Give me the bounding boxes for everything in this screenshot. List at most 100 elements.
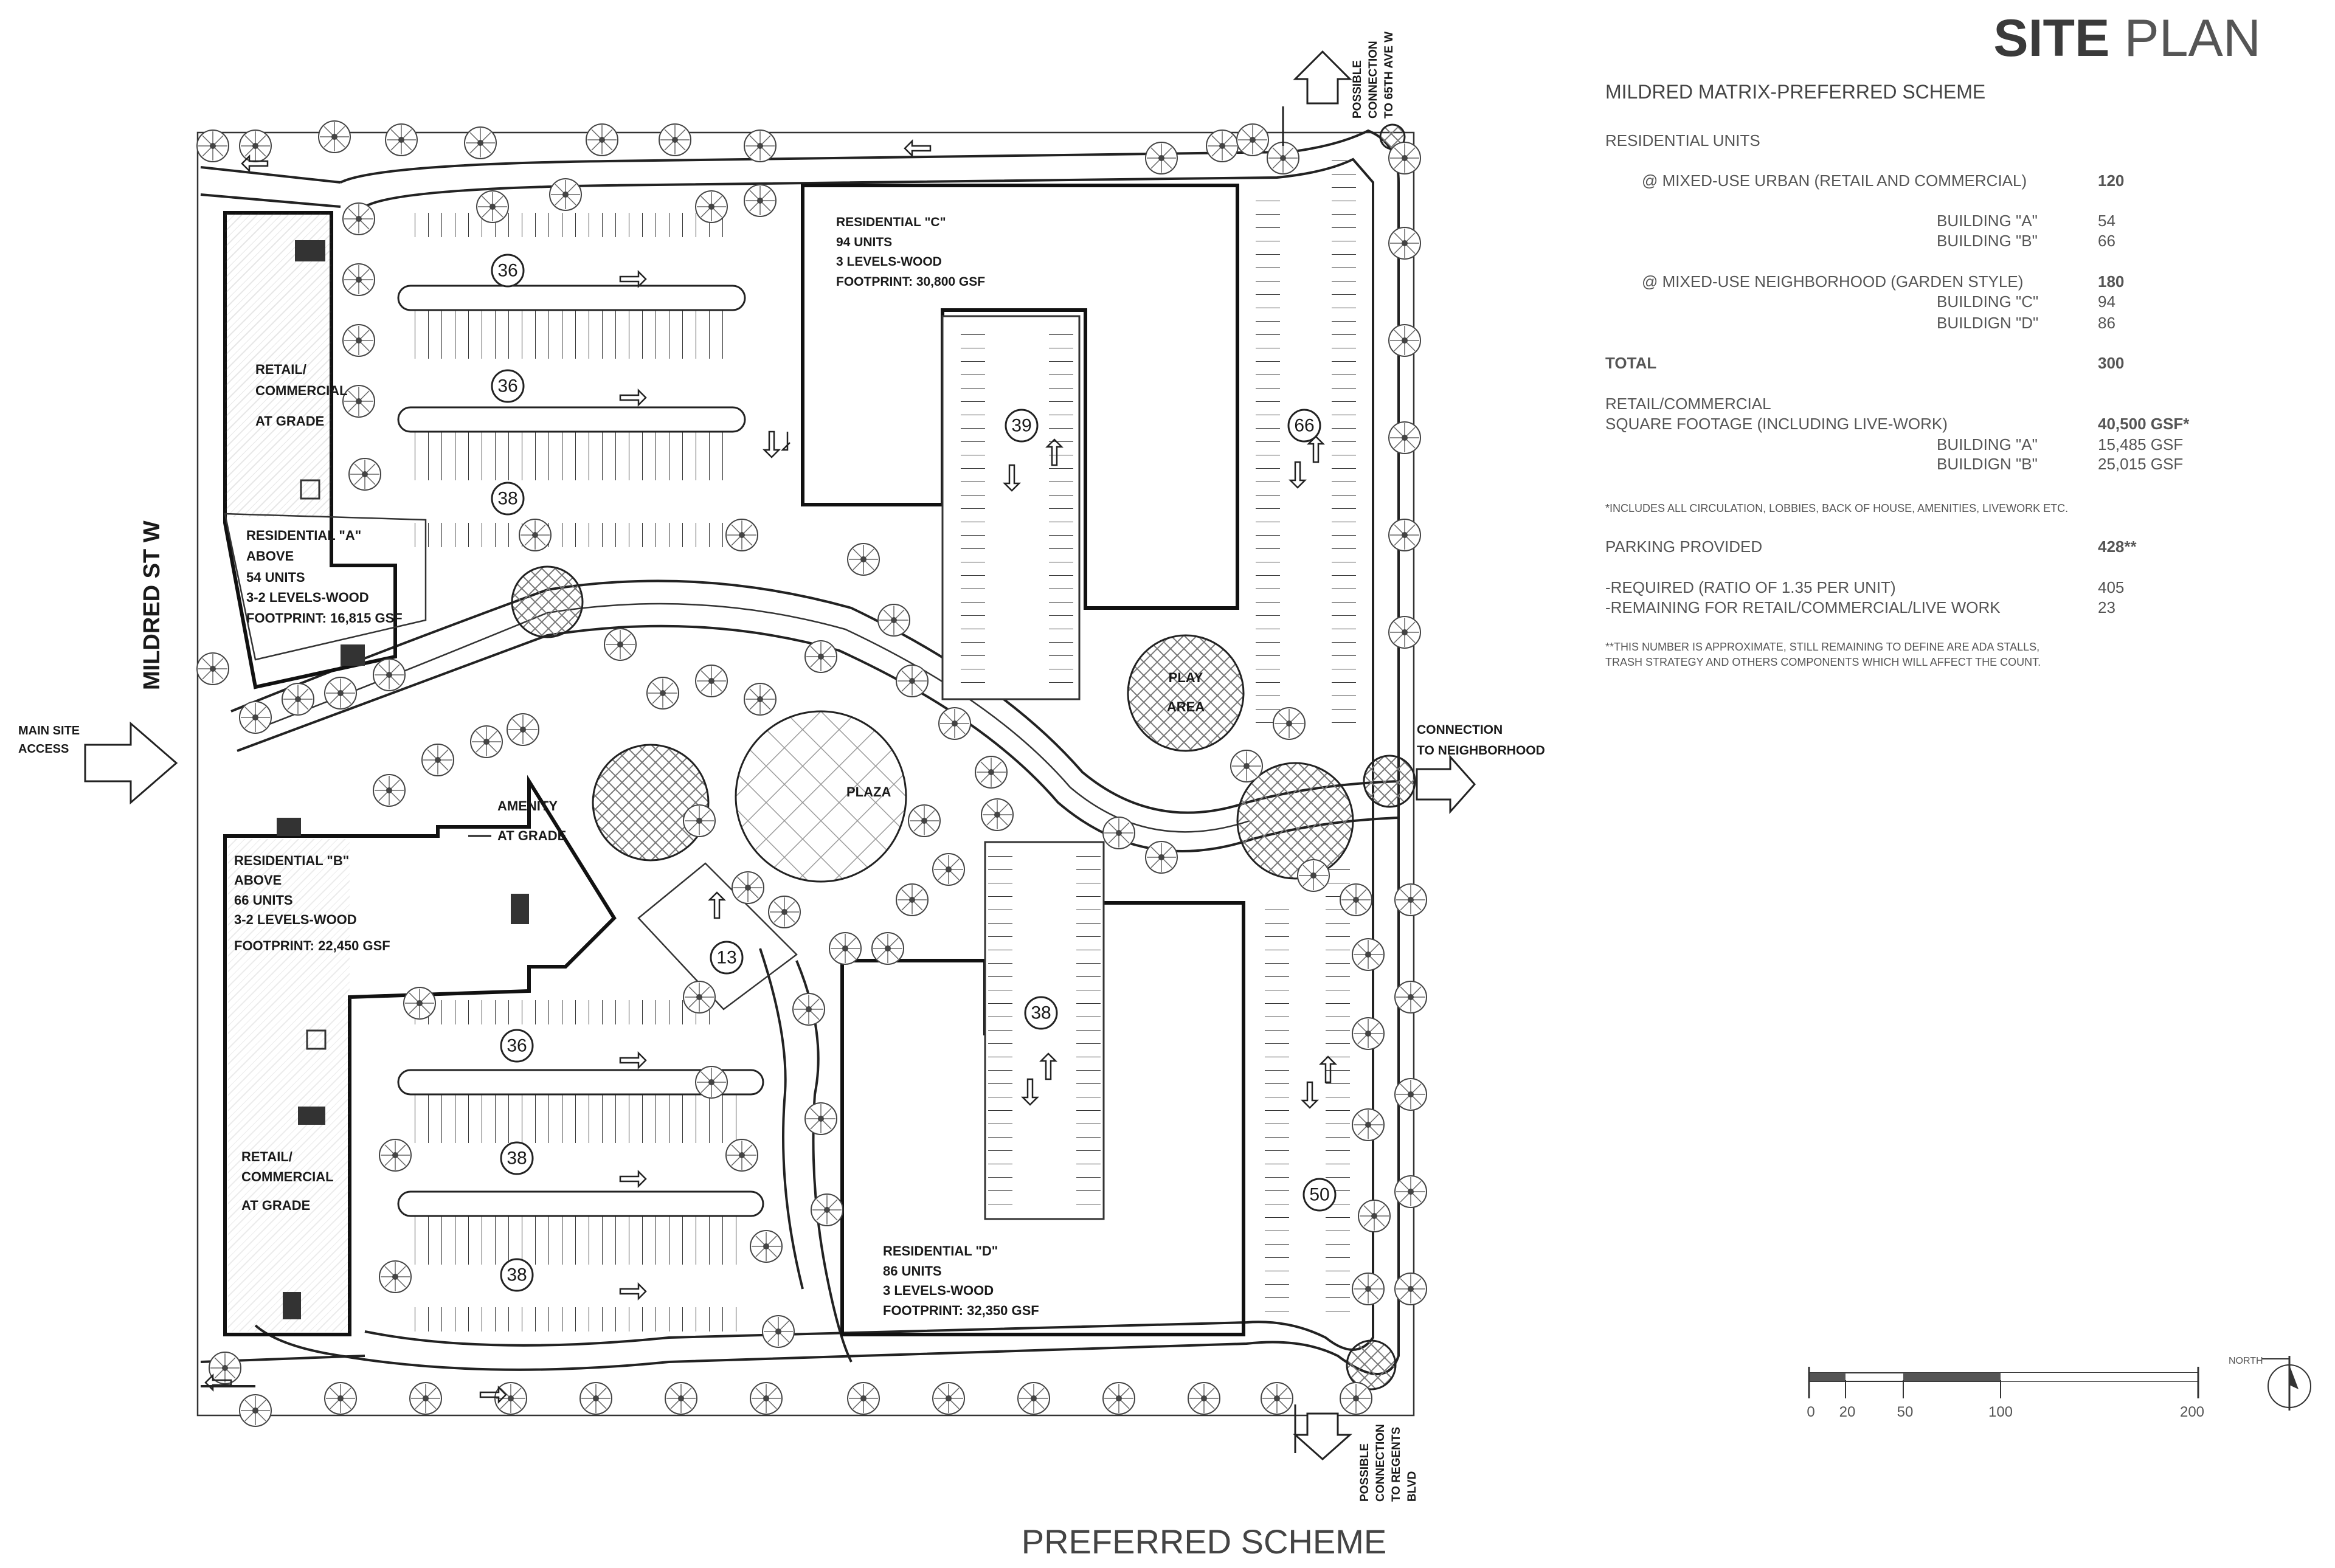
svg-text:CONNECTION: CONNECTION — [1417, 723, 1503, 737]
scale-bar — [1808, 1367, 2199, 1398]
svg-text:SQUARE FOOTAGE (INCLUDING LIVE: SQUARE FOOTAGE (INCLUDING LIVE-WORK) — [1605, 415, 1948, 433]
parking-rows-sw — [397, 1000, 764, 1331]
parking-rows-nw — [397, 213, 746, 547]
building-a-retail-label: RETAIL/ COMMERCIAL AT GRADE — [255, 362, 348, 429]
svg-text:54: 54 — [2098, 212, 2115, 230]
main-site-access-label: MAIN SITE ACCESS — [18, 724, 80, 756]
bottom-title: PREFERRED SCHEME — [1022, 1522, 1387, 1561]
svg-text:BUILDING "A": BUILDING "A" — [1937, 435, 2038, 454]
connection-regents-arrow — [1293, 1412, 1352, 1461]
svg-text:40,500 GSF*: 40,500 GSF* — [2098, 415, 2190, 433]
circle-feature-west — [592, 744, 710, 862]
svg-text:3-2 LEVELS-WOOD: 3-2 LEVELS-WOOD — [246, 590, 369, 605]
stalls-east-c — [1265, 900, 1289, 1313]
svg-text:@ MIXED-USE NEIGHBORHOOD (GARD: @ MIXED-USE NEIGHBORHOOD (GARDEN STYLE) — [1642, 272, 2023, 291]
south-curving-drive — [795, 960, 853, 1363]
svg-text:TO 65TH AVE W: TO 65TH AVE W — [1383, 32, 1396, 119]
roundabout-south — [1346, 1339, 1397, 1390]
connection-regents-label: POSSIBLE CONNECTION TO REGENTS BLVD — [1358, 1424, 1419, 1502]
stalls-east-b — [1332, 152, 1356, 724]
parking-count-36c: 36 — [507, 1036, 527, 1056]
page-title: SITE PLAN — [1993, 9, 2261, 67]
svg-text:BUILDING "C": BUILDING "C" — [1937, 292, 2038, 311]
connection-neighborhood-label: CONNECTION TO NEIGHBORHOOD — [1417, 723, 1545, 758]
svg-text:300: 300 — [2098, 354, 2124, 372]
stalls-c-left — [961, 328, 985, 693]
svg-text:ABOVE: ABOVE — [234, 872, 282, 888]
svg-text:BUILDING "A": BUILDING "A" — [1937, 212, 2038, 230]
svg-text:94 UNITS: 94 UNITS — [836, 235, 892, 249]
svg-text:-REQUIRED (RATIO OF 1.35 PER U: -REQUIRED (RATIO OF 1.35 PER UNIT) — [1605, 578, 1896, 596]
svg-text:POSSIBLE: POSSIBLE — [1358, 1443, 1371, 1502]
svg-text:MAIN SITE: MAIN SITE — [18, 724, 80, 737]
parking-count-38d: 38 — [1031, 1003, 1051, 1023]
svg-text:BLVD: BLVD — [1406, 1471, 1419, 1502]
north-arrow — [2262, 1356, 2311, 1411]
stalls-c-right — [1049, 328, 1073, 693]
svg-text:TOTAL: TOTAL — [1605, 354, 1656, 372]
building-a-fill — [225, 213, 331, 517]
parking-count-50: 50 — [1309, 1185, 1329, 1205]
stair-icon-4 — [511, 894, 529, 924]
page-title-bold: SITE — [1993, 9, 2109, 67]
traffic-arrows — [204, 139, 1338, 1404]
residential-b-label: RESIDENTIAL "B" ABOVE 66 UNITS 3-2 LEVEL… — [234, 853, 390, 953]
svg-text:FOOTPRINT: 32,350 GSF: FOOTPRINT: 32,350 GSF — [883, 1303, 1039, 1318]
svg-text:RETAIL/COMMERCIAL: RETAIL/COMMERCIAL — [1605, 395, 1771, 413]
stalls-east-d — [1326, 863, 1350, 1313]
elevator-icon — [300, 479, 320, 500]
svg-text:CONNECTION: CONNECTION — [1374, 1424, 1387, 1502]
stair-icon-2 — [341, 644, 365, 666]
play-area-circle — [1127, 634, 1245, 752]
svg-text:0: 0 — [1807, 1404, 1814, 1420]
south-curving-drive-2 — [759, 948, 804, 1290]
svg-text:TRASH STRATEGY AND OTHERS COMP: TRASH STRATEGY AND OTHERS COMPONENTS WHI… — [1605, 656, 2041, 668]
residential-a-outline — [224, 513, 427, 661]
svg-text:86 UNITS: 86 UNITS — [883, 1263, 942, 1279]
stair-icon-3 — [277, 818, 301, 836]
svg-text:**THIS NUMBER IS APPROXIMATE,: **THIS NUMBER IS APPROXIMATE, STILL REMA… — [1605, 641, 2039, 653]
svg-text:COMMERCIAL: COMMERCIAL — [255, 383, 348, 398]
svg-text:TO NEIGHBORHOOD: TO NEIGHBORHOOD — [1417, 744, 1545, 758]
svg-text:AT GRADE: AT GRADE — [497, 828, 566, 843]
svg-text:RESIDENTIAL UNITS: RESIDENTIAL UNITS — [1605, 131, 1760, 150]
parking-count-38b: 38 — [507, 1148, 527, 1169]
building-b-fill — [228, 839, 350, 1331]
roundabout-neighborhood — [1363, 755, 1416, 808]
plaza-circle — [735, 710, 907, 883]
svg-text:AT GRADE: AT GRADE — [241, 1198, 310, 1213]
svg-text:66: 66 — [2098, 232, 2115, 250]
parking-count-66: 66 — [1294, 416, 1314, 436]
svg-text:RETAIL/: RETAIL/ — [241, 1149, 292, 1164]
svg-text:RESIDENTIAL "C": RESIDENTIAL "C" — [836, 215, 946, 229]
stair-icon — [295, 240, 325, 261]
svg-text:15,485 GSF: 15,485 GSF — [2098, 435, 2183, 454]
svg-text:PLAY: PLAY — [1169, 670, 1203, 685]
svg-text:BUILDING "B": BUILDING "B" — [1937, 232, 2038, 250]
residential-c-label: RESIDENTIAL "C" 94 UNITS 3 LEVELS-WOOD F… — [836, 215, 985, 289]
parking-count-38c: 38 — [507, 1265, 527, 1285]
svg-text:25,015 GSF: 25,015 GSF — [2098, 455, 2183, 473]
north-road-strip — [200, 166, 341, 208]
main-site-access-arrow — [84, 721, 178, 805]
svg-text:RESIDENTIAL "A": RESIDENTIAL "A" — [246, 528, 361, 543]
svg-text:AT GRADE: AT GRADE — [255, 413, 324, 429]
diagonal-parking-13 — [637, 862, 798, 1010]
svg-text:3-2 LEVELS-WOOD: 3-2 LEVELS-WOOD — [234, 912, 357, 927]
svg-text:3 LEVELS-WOOD: 3 LEVELS-WOOD — [836, 255, 942, 269]
parking-count-36a: 36 — [497, 261, 517, 281]
svg-text:86: 86 — [2098, 314, 2115, 332]
svg-text:RETAIL/: RETAIL/ — [255, 362, 306, 377]
svg-text:3 LEVELS-WOOD: 3 LEVELS-WOOD — [883, 1283, 994, 1298]
svg-text:POSSIBLE: POSSIBLE — [1351, 60, 1364, 119]
svg-text:RESIDENTIAL "B": RESIDENTIAL "B" — [234, 853, 349, 868]
svg-text:COMMERCIAL: COMMERCIAL — [241, 1169, 334, 1184]
svg-text:TO REGENTS: TO REGENTS — [1390, 1427, 1403, 1502]
svg-text:120: 120 — [2098, 171, 2124, 190]
svg-text:50: 50 — [1897, 1404, 1914, 1420]
plaza-label: PLAZA — [846, 784, 891, 800]
scheme-subtitle: MILDRED MATRIX-PREFERRED SCHEME — [1605, 81, 1985, 103]
parking-count-13: 13 — [716, 948, 736, 968]
svg-text:180: 180 — [2098, 272, 2124, 291]
